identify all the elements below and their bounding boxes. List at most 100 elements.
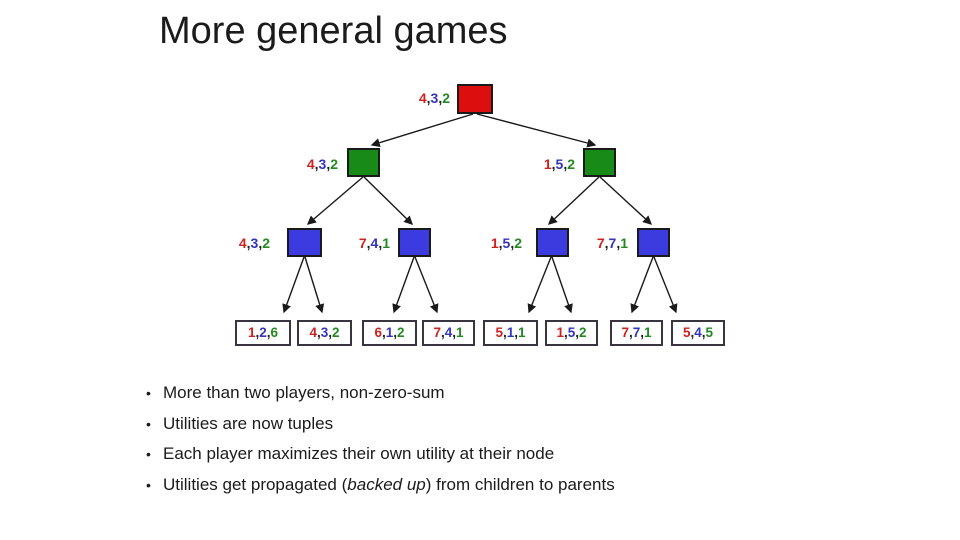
bullet-text-prefix: Utilities get propagated ( bbox=[163, 474, 348, 494]
utility-tuple-root: 4,3,2 bbox=[393, 90, 450, 106]
bullet-text-italic: backed up bbox=[347, 474, 426, 494]
slide-title: More general games bbox=[159, 10, 508, 52]
tree-node-l3c bbox=[536, 228, 569, 257]
tuple-value-player-2: 4 bbox=[370, 235, 379, 251]
tuple-value-player-2: 4 bbox=[694, 325, 702, 340]
tuple-value-player-1: 4 bbox=[306, 156, 315, 172]
tuple-separator: , bbox=[628, 325, 633, 340]
tuple-value-player-1: 7 bbox=[358, 235, 367, 251]
tuple-value-player-2: 7 bbox=[608, 235, 617, 251]
edge-l3d-right bbox=[653, 256, 678, 314]
utility-tuple-l2b: 1,5,2 bbox=[518, 156, 575, 172]
leaf-node-3: 6,1,2 bbox=[362, 320, 417, 346]
tuple-value-player-3: 1 bbox=[620, 235, 628, 251]
leaf-node-4: 7,4,1 bbox=[422, 320, 475, 346]
edge-l2a-left bbox=[306, 176, 364, 225]
tuple-separator: , bbox=[328, 325, 333, 340]
tuple-value-player-1: 7 bbox=[621, 325, 629, 340]
tuple-value-player-3: 2 bbox=[397, 325, 405, 340]
bullet-item-1: • More than two players, non-zero-sum bbox=[146, 378, 826, 409]
tuple-value-player-3: 2 bbox=[332, 325, 340, 340]
leaf-node-6: 1,5,2 bbox=[545, 320, 598, 346]
tuple-separator: , bbox=[326, 156, 331, 172]
tuple-value-player-2: 5 bbox=[567, 325, 576, 340]
tuple-separator: , bbox=[502, 325, 507, 340]
tuple-value-player-3: 1 bbox=[456, 325, 464, 340]
bullet-marker: • bbox=[146, 385, 151, 401]
tuple-value-player-3: 2 bbox=[442, 90, 450, 106]
tuple-value-player-3: 1 bbox=[382, 235, 390, 251]
bullet-text: Utilities are now tuples bbox=[163, 413, 334, 433]
tuple-value-player-1: 4 bbox=[238, 235, 247, 251]
leaf-node-8: 5,4,5 bbox=[671, 320, 725, 346]
tuple-separator: , bbox=[246, 235, 251, 251]
tuple-value-player-1: 1 bbox=[543, 156, 552, 172]
tuple-value-player-1: 1 bbox=[556, 325, 564, 340]
tuple-value-player-3: 2 bbox=[567, 156, 575, 172]
tuple-separator: , bbox=[575, 325, 580, 340]
tuple-separator: , bbox=[604, 235, 609, 251]
edge-group bbox=[282, 113, 678, 314]
tuple-value-player-2: 3 bbox=[430, 90, 439, 106]
tuple-value-player-1: 7 bbox=[596, 235, 605, 251]
leaf-node-5: 5,1,1 bbox=[483, 320, 538, 346]
tree-node-root bbox=[457, 84, 493, 114]
edge-root-right bbox=[476, 113, 597, 148]
tuple-value-player-1: 1 bbox=[247, 325, 256, 340]
tree-node-l2b bbox=[583, 148, 616, 177]
tuple-value-player-3: 2 bbox=[330, 156, 338, 172]
edge-l2a-right bbox=[363, 176, 413, 225]
leaf-node-2: 4,3,2 bbox=[297, 320, 352, 346]
tuple-separator: , bbox=[255, 325, 260, 340]
tuple-separator: , bbox=[426, 90, 431, 106]
utility-tuple-l3b: 7,4,1 bbox=[333, 235, 390, 251]
tuple-value-player-1: 4 bbox=[418, 90, 427, 106]
tuple-value-player-1: 5 bbox=[682, 325, 691, 340]
tuple-value-player-1: 1 bbox=[490, 235, 499, 251]
tree-node-l3a bbox=[287, 228, 322, 257]
tuple-separator: , bbox=[551, 156, 556, 172]
tuple-value-player-1: 7 bbox=[433, 325, 441, 340]
tuple-separator: , bbox=[378, 235, 383, 251]
bullet-item-3: • Each player maximizes their own utilit… bbox=[146, 439, 826, 470]
tuple-separator: , bbox=[563, 156, 568, 172]
edge-l3b-left bbox=[392, 256, 415, 314]
edge-l3c-left bbox=[527, 256, 552, 314]
tree-node-l3d bbox=[637, 228, 670, 257]
tuple-value-player-3: 6 bbox=[270, 325, 279, 340]
bullet-text-suffix: ) from children to parents bbox=[425, 474, 615, 494]
tuple-separator: , bbox=[616, 235, 621, 251]
bullet-item-4: • Utilities get propagated (backed up) f… bbox=[146, 470, 826, 501]
bullet-marker: • bbox=[146, 476, 151, 493]
tuple-value-player-2: 3 bbox=[250, 235, 259, 251]
edge-l3a-left bbox=[282, 256, 305, 314]
leaf-node-7: 7,7,1 bbox=[610, 320, 663, 346]
edge-l3b-right bbox=[414, 256, 439, 314]
tuple-value-player-1: 5 bbox=[495, 325, 503, 340]
tuple-value-player-1: 4 bbox=[309, 325, 317, 340]
tuple-separator: , bbox=[514, 325, 519, 340]
bullet-text: Each player maximizes their own utility … bbox=[163, 444, 555, 463]
tuple-value-player-2: 1 bbox=[506, 325, 515, 340]
tuple-value-player-1: 6 bbox=[374, 325, 382, 340]
tree-node-l3b bbox=[398, 228, 431, 257]
tuple-separator: , bbox=[314, 156, 319, 172]
tuple-separator: , bbox=[381, 325, 386, 340]
utility-tuple-l2a: 4,3,2 bbox=[281, 156, 338, 172]
tuple-separator: , bbox=[440, 325, 445, 340]
edge-l3d-left bbox=[630, 256, 654, 314]
tuple-separator: , bbox=[640, 325, 645, 340]
leaf-node-1: 1,2,6 bbox=[235, 320, 291, 346]
tuple-value-player-3: 2 bbox=[262, 235, 270, 251]
tuple-separator: , bbox=[393, 325, 398, 340]
tuple-value-player-2: 2 bbox=[259, 325, 267, 340]
edge-l2b-right bbox=[599, 176, 653, 225]
edge-root-left bbox=[370, 113, 474, 148]
utility-tuple-l3d: 7,7,1 bbox=[571, 235, 628, 251]
tuple-value-player-2: 5 bbox=[555, 156, 564, 172]
tuple-separator: , bbox=[701, 325, 706, 340]
tuple-separator: , bbox=[498, 235, 503, 251]
edge-l3c-right bbox=[551, 256, 573, 314]
